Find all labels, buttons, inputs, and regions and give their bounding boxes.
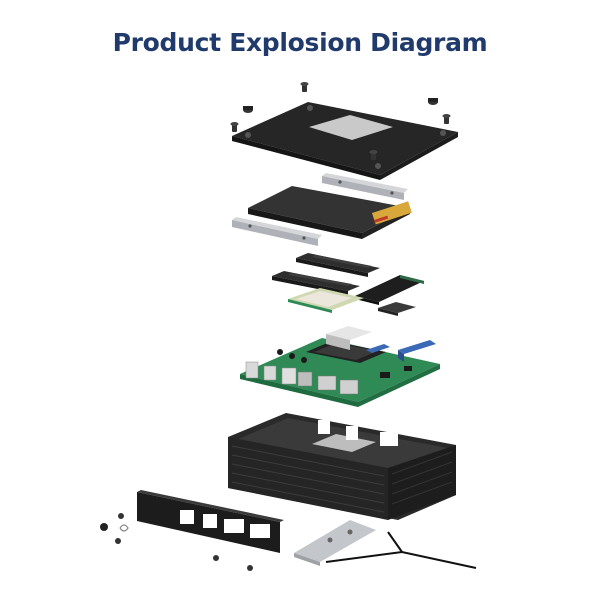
screw xyxy=(100,523,108,531)
chassis xyxy=(228,413,456,520)
thermal-pad xyxy=(312,434,376,452)
screw xyxy=(118,513,124,519)
cpu-chip xyxy=(378,302,416,316)
top-cover-plate xyxy=(232,102,458,180)
thermal-pad xyxy=(309,115,393,140)
rubber-foot xyxy=(243,106,253,113)
screw xyxy=(213,555,219,561)
screw xyxy=(300,82,309,92)
hard-drive xyxy=(248,186,412,239)
wifi-module xyxy=(288,288,364,313)
io-shield xyxy=(137,490,284,553)
screw xyxy=(247,565,253,571)
motherboard xyxy=(240,326,440,407)
screw xyxy=(442,114,451,124)
rubber-foot xyxy=(428,98,438,105)
mounting-bracket xyxy=(294,520,376,566)
drive-bracket-front xyxy=(232,217,322,246)
screw xyxy=(115,538,121,544)
drive-bracket-rear xyxy=(322,173,408,200)
page-title: Product Explosion Diagram xyxy=(112,28,488,57)
m2-ssd xyxy=(355,275,424,305)
screw xyxy=(369,150,378,160)
spring-clip xyxy=(119,524,129,532)
screw xyxy=(230,122,239,132)
stand-wire xyxy=(325,531,477,569)
memory-module xyxy=(296,253,380,277)
